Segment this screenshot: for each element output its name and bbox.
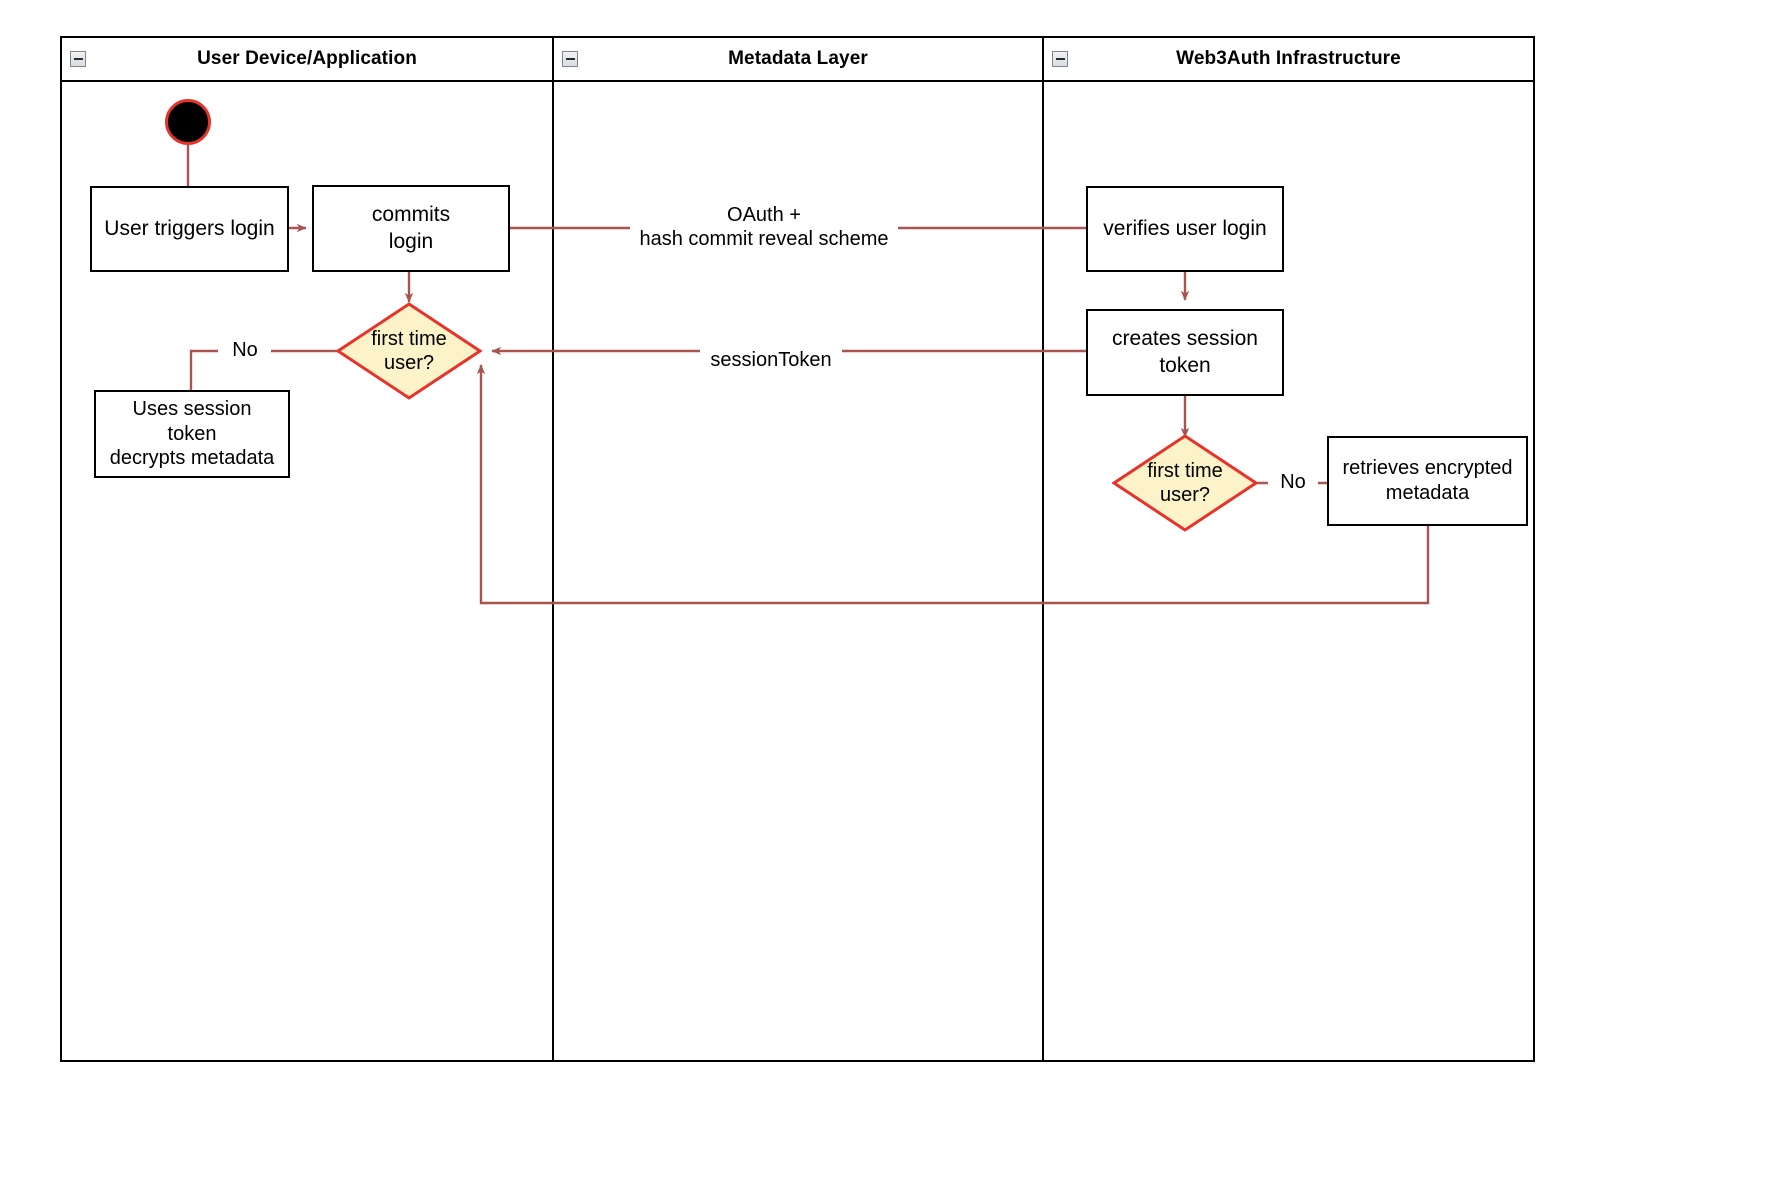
swimlane-user-device: User Device/Application [62,38,552,1060]
action-verifies-user-login[interactable]: verifies user login [1086,186,1284,272]
lane-header-user-device: User Device/Application [62,38,552,82]
edge-label-session-token: sessionToken [700,348,842,373]
lane-header-metadata-layer: Metadata Layer [554,38,1042,82]
collapse-minus-icon[interactable] [1052,51,1068,67]
lane-title-user-device: User Device/Application [197,48,417,69]
lane-header-web3auth: Web3Auth Infrastructure [1044,38,1533,82]
edge-label-no-left: No [219,338,271,363]
decision-first-time-user-web3auth[interactable]: first time user? [1112,434,1258,532]
lane-title-web3auth: Web3Auth Infrastructure [1176,48,1401,69]
swimlane-metadata-layer: Metadata Layer [552,38,1042,1060]
collapse-minus-icon[interactable] [70,51,86,67]
decision-label-user-device: first time user? [371,328,447,374]
decision-label-web3auth: first time user? [1147,460,1223,506]
edge-label-no-right: No [1268,470,1318,495]
initial-node [165,99,211,145]
action-uses-session-token[interactable]: Uses session token decrypts metadata [94,390,290,478]
edge-label-oauth: OAuth + hash commit reveal scheme [630,203,898,252]
decision-diamond-shape [336,302,482,400]
collapse-minus-icon[interactable] [562,51,578,67]
decision-first-time-user-device[interactable]: first time user? [336,302,482,400]
action-commits-login[interactable]: commits login [312,185,510,272]
action-creates-session-token[interactable]: creates session token [1086,309,1284,396]
action-user-triggers-login[interactable]: User triggers login [90,186,289,272]
lane-title-metadata-layer: Metadata Layer [728,48,868,69]
action-retrieves-encrypted-metadata[interactable]: retrieves encrypted metadata [1327,436,1528,526]
